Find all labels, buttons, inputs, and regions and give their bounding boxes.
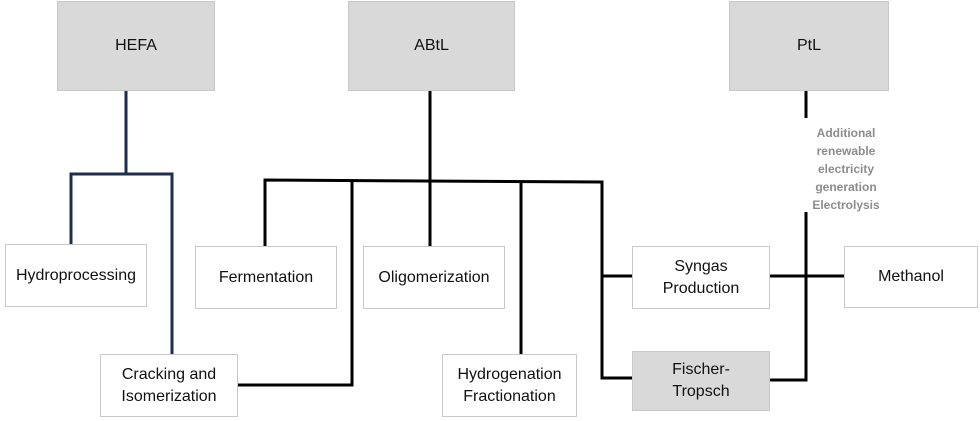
hefa-box: HEFA xyxy=(57,1,215,91)
abtl-bus-line xyxy=(263,178,632,380)
syngas-box: Syngas Production xyxy=(632,246,770,309)
oligomerization-label: Oligomerization xyxy=(378,268,490,286)
fischer-tropsch-label: Fischer- Tropsch xyxy=(672,361,730,400)
syngas-label: Syngas Production xyxy=(662,257,740,297)
methanol-label: Methanol xyxy=(878,268,944,285)
hydroprocessing-box: Hydroprocessing xyxy=(5,244,147,307)
abtl-label: ABtL xyxy=(414,37,449,54)
ptl-note: Additional renewable electricity generat… xyxy=(812,126,880,212)
fischer-tropsch-box: Fischer- Tropsch xyxy=(632,351,770,411)
cracking-label: Cracking and Isomerization xyxy=(121,365,217,405)
ptl-label: PtL xyxy=(796,37,821,54)
oligomerization-box: Oligomerization xyxy=(363,246,505,309)
abtl-box: ABtL xyxy=(348,1,515,91)
fermentation-box: Fermentation xyxy=(195,246,337,309)
ptl-connectors xyxy=(770,91,844,382)
hefa-label: HEFA xyxy=(115,37,157,54)
hydroprocessing-label: Hydroprocessing xyxy=(15,266,137,284)
fermentation-label: Fermentation xyxy=(218,268,314,286)
methanol-box: Methanol xyxy=(844,246,978,308)
cracking-box: Cracking and Isomerization xyxy=(100,354,238,417)
cracking-link-line xyxy=(238,180,354,387)
hefa-branch-line xyxy=(69,172,174,354)
hefa-connectors xyxy=(69,91,174,354)
ptl-box: PtL xyxy=(729,1,889,91)
ptl-line-bottom xyxy=(770,212,808,382)
hydrogenation-box: Hydrogenation Fractionation xyxy=(442,354,577,417)
hydrogenation-label: Hydrogenation Fractionation xyxy=(457,365,562,405)
abtl-connectors xyxy=(238,91,632,387)
